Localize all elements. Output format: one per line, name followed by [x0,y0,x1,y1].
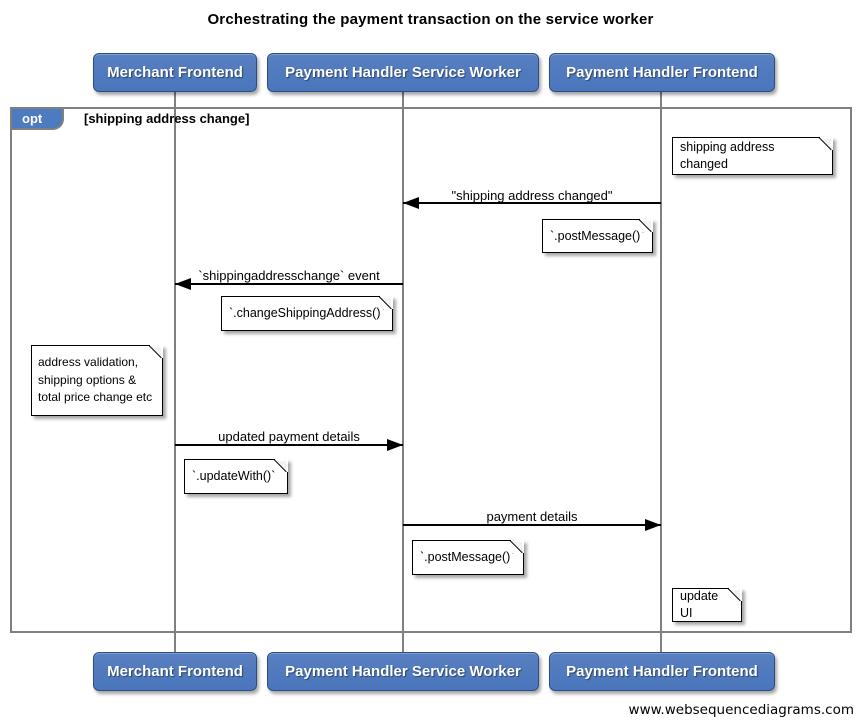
note-text: shipping address changed [680,140,775,171]
note-shipping-address-changed: shipping address changed [672,136,833,175]
message-label-shippingaddresschange-event: `shippingaddresschange` event [198,268,380,283]
message-label-updated-payment-details: updated payment details [218,429,360,444]
arrowhead-right-icon [387,439,403,451]
note-text: `.postMessage()` [550,228,645,243]
note-text: `.postMessage()` [420,550,515,564]
message-line-4 [403,524,661,526]
actor-payment-handler-frontend-bottom: Payment Handler Frontend [549,652,775,691]
lifeline-merchant-frontend [174,92,176,652]
watermark: www.websequencediagrams.com [628,702,854,718]
lifeline-payment-handler-frontend [660,92,662,652]
opt-operator-tab: opt [12,109,64,130]
opt-frame: opt [shipping address change] [10,107,852,633]
opt-guard-label: [shipping address change] [84,111,250,126]
note-text: update UI [680,589,719,620]
actor-payment-handler-frontend-top: Payment Handler Frontend [549,53,775,92]
note-postmessage-1: `.postMessage()` [542,218,653,253]
note-updatewith: `.updateWith()` [184,458,288,494]
message-label-shipping-address-changed: "shipping address changed" [451,188,613,203]
actor-merchant-frontend-top: Merchant Frontend [93,53,257,92]
arrowhead-right-icon [645,519,661,531]
message-line-2 [175,283,403,285]
note-text: address validation, shipping options & t… [38,355,153,405]
note-text: `.updateWith()` [192,469,276,483]
actor-merchant-frontend-bottom: Merchant Frontend [93,652,257,691]
lifeline-payment-handler-service-worker [402,92,404,652]
message-line-1 [403,202,661,204]
note-changeshippingaddress: `.changeShippingAddress()` [221,295,393,331]
diagram-title: Orchestrating the payment transaction on… [207,11,654,28]
arrowhead-left-icon [175,278,191,290]
message-label-payment-details: payment details [486,509,578,524]
note-postmessage-2: `.postMessage()` [412,539,524,575]
message-line-3 [175,444,403,446]
arrowhead-left-icon [403,197,419,209]
actor-payment-handler-service-worker-bottom: Payment Handler Service Worker [267,652,539,691]
note-text: `.changeShippingAddress()` [229,306,385,320]
actor-payment-handler-service-worker-top: Payment Handler Service Worker [267,53,539,92]
note-update-ui: update UI [672,587,742,622]
note-address-validation: address validation, shipping options & t… [31,344,163,416]
